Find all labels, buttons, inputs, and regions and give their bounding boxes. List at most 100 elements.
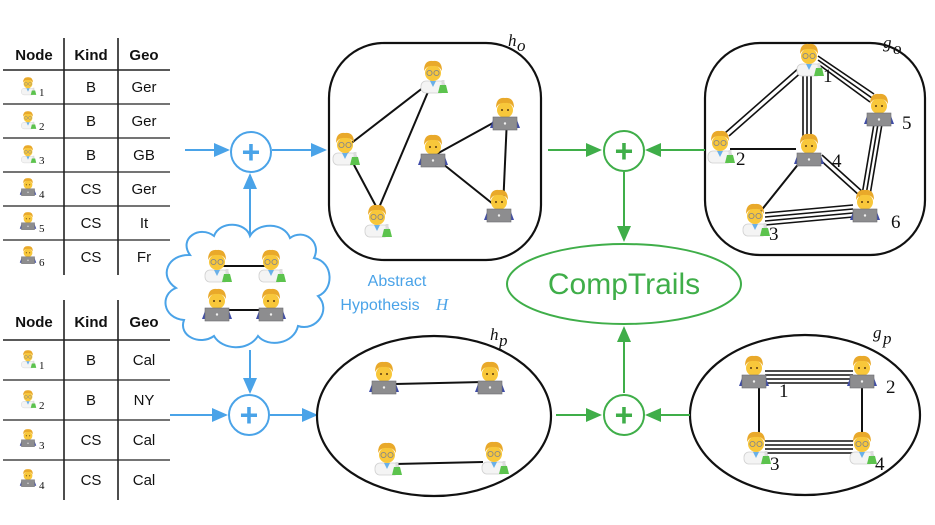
graph-label-h: h [508, 31, 517, 50]
edge [344, 79, 434, 149]
node-kind: CS [81, 472, 102, 489]
plus-icon: + [615, 397, 634, 433]
graph-h-o: h o [327, 31, 543, 262]
node-label: 1 [779, 381, 789, 402]
edge [821, 154, 865, 194]
computer-scientist-icon [19, 177, 37, 197]
graph-h-p: h p [315, 325, 553, 498]
node-geo: Fr [137, 249, 151, 266]
node-label: 6 [891, 212, 901, 233]
header-kind: Kind [74, 47, 107, 64]
edge [869, 117, 884, 196]
node-label: 3 [770, 454, 780, 475]
edge [432, 117, 503, 157]
graph-label-h: h [490, 325, 499, 344]
edge [394, 461, 484, 465]
edge [764, 204, 854, 214]
node-kind: B [86, 113, 96, 130]
node-label: 2 [736, 149, 746, 170]
graph-g-o: 1 2 3 4 5 6 g o [703, 33, 927, 257]
table-row: 3 B GB [21, 144, 155, 167]
edge [759, 161, 801, 213]
graph-g-p: 1 2 3 4 g p [688, 323, 922, 497]
node-id: 3 [39, 155, 45, 167]
node-label: 1 [823, 66, 833, 87]
node-geo: Cal [133, 432, 156, 449]
edge [764, 212, 854, 222]
green-flow: + CompTrails + [506, 130, 742, 436]
node-kind: CS [81, 215, 102, 232]
node-kind: CS [81, 181, 102, 198]
node-kind: B [86, 79, 96, 96]
hypothesis-label-line1: Abstract [368, 273, 427, 290]
computer-scientist-icon [19, 428, 37, 448]
edge [865, 117, 880, 196]
biologist-icon [21, 76, 37, 96]
graph-label-sub: o [893, 39, 902, 58]
edge [817, 55, 875, 95]
edge [817, 59, 873, 99]
node-label: 4 [832, 151, 842, 172]
node-geo: GB [133, 147, 155, 164]
node-geo: Ger [131, 113, 156, 130]
node-kind: B [86, 147, 96, 164]
node-label: 2 [886, 377, 896, 398]
table-row: 6 CS Fr [19, 245, 151, 269]
node-kind: CS [81, 432, 102, 449]
header-kind: Kind [74, 314, 107, 331]
hypothesis-cloud [164, 223, 331, 349]
node-id: 4 [39, 189, 45, 201]
plus-operator-top-blue [230, 131, 272, 173]
plus-operator-bottom-blue [228, 394, 270, 436]
node-id: 6 [39, 257, 45, 269]
table-row: 3 CS Cal [19, 428, 156, 452]
graph-label-sub: o [517, 36, 526, 55]
node-id: 1 [39, 360, 45, 372]
comptrails-label: CompTrails [548, 268, 700, 301]
hypothesis-label-line2: Hypothesis [340, 297, 419, 314]
node-geo: Cal [133, 472, 156, 489]
node-label: 3 [769, 224, 779, 245]
node-label: 5 [902, 113, 912, 134]
edge [724, 66, 801, 134]
node-id: 5 [39, 223, 45, 235]
table-row: 5 CS It [19, 211, 149, 235]
table-row: 2 B Ger [21, 110, 157, 133]
header-geo: Geo [129, 314, 158, 331]
node-geo: Cal [133, 352, 156, 369]
node-geo: Ger [131, 79, 156, 96]
node-geo: It [140, 215, 149, 232]
header-geo: Geo [129, 47, 158, 64]
plus-icon: + [240, 397, 259, 433]
computer-scientist-icon [19, 245, 37, 265]
node-label: 4 [875, 454, 885, 475]
plus-operator-bottom-green [603, 394, 645, 436]
plus-operator-top-green [603, 130, 645, 172]
graph-label-sub: p [498, 331, 508, 350]
graph-label-g: g [873, 323, 882, 342]
hypothesis-symbol: H [435, 295, 450, 314]
node-id: 2 [39, 121, 45, 133]
node-id: 3 [39, 440, 45, 452]
biologist-icon [21, 389, 37, 409]
plus-icon: + [615, 133, 634, 169]
edge [394, 381, 484, 385]
biologist-icon [21, 110, 37, 130]
node-geo: NY [134, 392, 155, 409]
node-kind: CS [81, 249, 102, 266]
node-id: 2 [39, 400, 45, 412]
graph-label-g: g [883, 33, 892, 52]
edge [861, 117, 876, 196]
header-node: Node [15, 47, 53, 64]
edge [764, 208, 854, 218]
header-node: Node [15, 314, 53, 331]
computer-scientist-icon [19, 468, 37, 488]
comptrails-ellipse [506, 243, 742, 325]
graph-label-sub: p [882, 329, 892, 348]
plus-icon: + [242, 134, 261, 170]
